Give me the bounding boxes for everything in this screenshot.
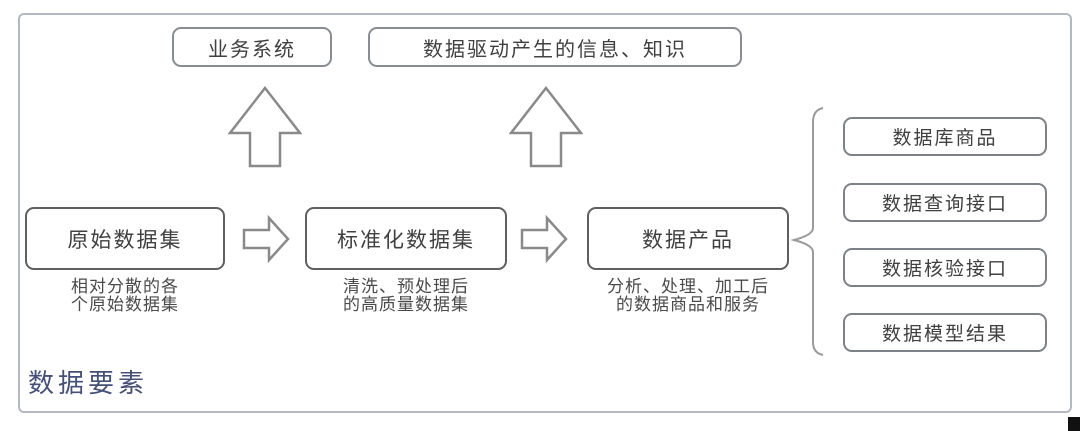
box-data-model-result: 数据模型结果 xyxy=(843,313,1047,352)
box-data-query-interface-label: 数据查询接口 xyxy=(881,194,1008,215)
caption-line: 分析、处理、加工后 xyxy=(607,277,769,296)
box-data-product: 数据产品 xyxy=(587,207,789,270)
box-data-model-result-label: 数据模型结果 xyxy=(881,324,1008,345)
caption-standardized-dataset: 清洗、预处理后 的高质量数据集 xyxy=(305,278,507,314)
box-raw-dataset-label: 原始数据集 xyxy=(67,227,183,252)
box-data-driven-information-label: 数据驱动产生的信息、知识 xyxy=(423,38,687,61)
box-raw-dataset: 原始数据集 xyxy=(25,207,225,270)
up-arrow-icon xyxy=(509,86,583,168)
box-business-system: 业务系统 xyxy=(172,27,332,67)
box-data-verification-interface: 数据核验接口 xyxy=(843,248,1047,287)
box-data-verification-interface-label: 数据核验接口 xyxy=(881,259,1008,280)
box-data-query-interface: 数据查询接口 xyxy=(843,183,1047,222)
caption-line: 个原始数据集 xyxy=(71,295,179,314)
caption-data-product: 分析、处理、加工后 的数据商品和服务 xyxy=(587,278,789,314)
box-business-system-label: 业务系统 xyxy=(208,38,296,61)
up-arrow-icon xyxy=(228,86,302,168)
caption-line: 的高质量数据集 xyxy=(343,295,469,314)
left-curly-brace-icon xyxy=(790,107,824,356)
box-data-product-label: 数据产品 xyxy=(642,227,734,252)
screen-edge-artifact xyxy=(1068,417,1080,431)
right-arrow-icon xyxy=(520,215,568,263)
box-database-product: 数据库商品 xyxy=(843,117,1047,156)
box-data-driven-information: 数据驱动产生的信息、知识 xyxy=(368,27,742,67)
caption-raw-dataset: 相对分散的各 个原始数据集 xyxy=(25,278,225,314)
caption-line: 的数据商品和服务 xyxy=(616,295,760,314)
diagram-frame xyxy=(18,13,1072,413)
caption-line: 相对分散的各 xyxy=(71,277,179,296)
box-standardized-dataset-label: 标准化数据集 xyxy=(337,227,475,252)
right-arrow-icon xyxy=(242,215,290,263)
box-standardized-dataset: 标准化数据集 xyxy=(305,207,507,270)
diagram-title: 数据要素 xyxy=(28,369,149,398)
box-database-product-label: 数据库商品 xyxy=(892,128,998,149)
caption-line: 清洗、预处理后 xyxy=(343,277,469,296)
